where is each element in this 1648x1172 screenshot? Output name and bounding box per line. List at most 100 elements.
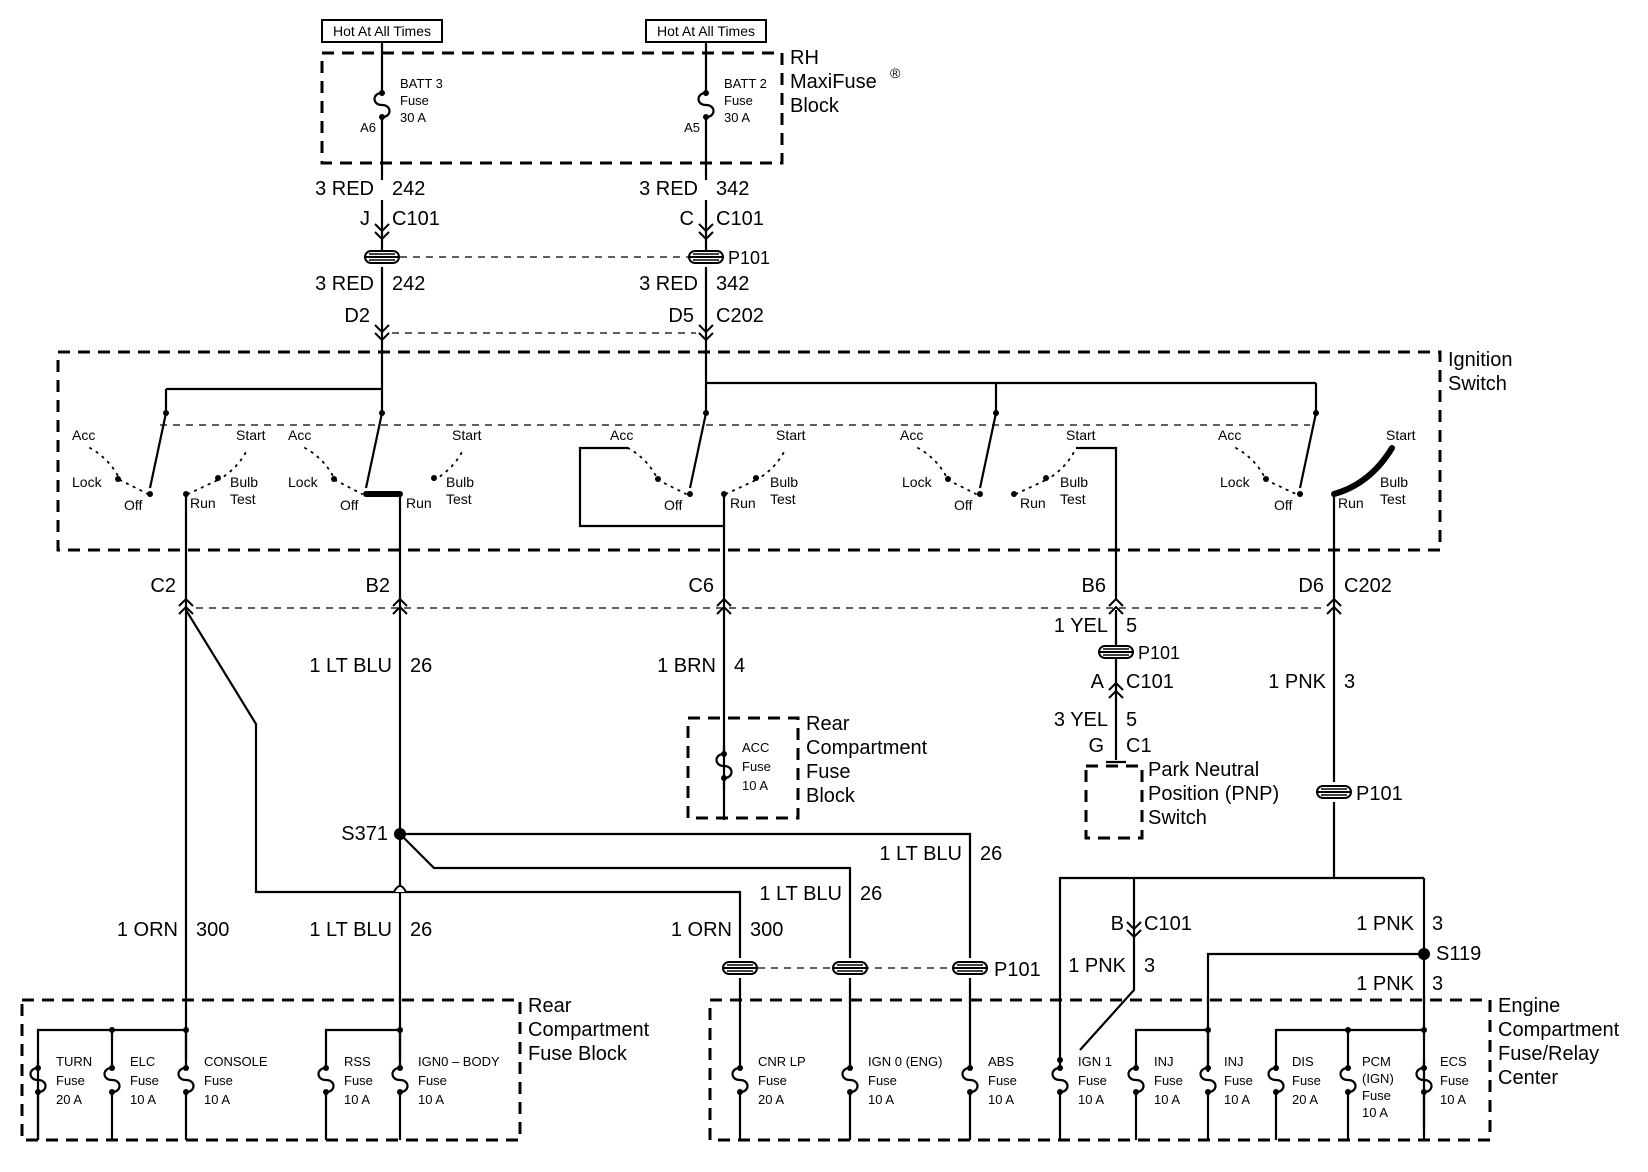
hot-label: Hot At All Times bbox=[657, 23, 755, 39]
wire-color: 1 PNK bbox=[1068, 955, 1126, 977]
fuse-label: BATT 2 bbox=[724, 76, 767, 91]
wire-color: 1 PNK bbox=[1356, 913, 1414, 935]
fuse-ign0-eng bbox=[841, 1058, 859, 1106]
fuse-label: RSS bbox=[344, 1054, 371, 1069]
passthrough-p101 bbox=[832, 961, 868, 975]
fuse-label: Fuse bbox=[868, 1073, 897, 1088]
connector-label: C101 bbox=[392, 208, 440, 230]
wire-circuit: 242 bbox=[392, 273, 425, 295]
pos-lock: Lock bbox=[1220, 474, 1251, 490]
pos-run: Run bbox=[406, 495, 432, 511]
connector-label: C202 bbox=[716, 305, 764, 327]
pos-off: Off bbox=[1274, 497, 1293, 513]
pin-label: B6 bbox=[1082, 575, 1106, 597]
pin-label: C6 bbox=[688, 575, 714, 597]
fuse-ign0-body bbox=[391, 1058, 409, 1106]
ignition-bus bbox=[164, 340, 1318, 413]
wire-color: 1 LT BLU bbox=[879, 843, 962, 865]
hot-label: Hot At All Times bbox=[333, 23, 431, 39]
rear-block-label: Compartment bbox=[528, 1019, 650, 1041]
pos-start: Start bbox=[452, 427, 482, 443]
pnp-switch-label: Switch bbox=[1148, 807, 1207, 829]
engine-block-fuses bbox=[731, 978, 1433, 1140]
connector-label: C101 bbox=[1144, 913, 1192, 935]
pin-label: C2 bbox=[150, 575, 176, 597]
fuse-rating: 20 A bbox=[758, 1092, 784, 1107]
pos-lock: Lock bbox=[288, 474, 319, 490]
fuse-label: Fuse bbox=[758, 1073, 787, 1088]
rear-block-label: Rear bbox=[528, 995, 572, 1017]
pos-start: Start bbox=[1386, 427, 1416, 443]
fuse-label: Fuse bbox=[1440, 1073, 1469, 1088]
rear-block-acc-outline bbox=[686, 716, 800, 820]
fuse-label: IGN 0 (ENG) bbox=[868, 1054, 942, 1069]
fuse-cavity: A5 bbox=[684, 120, 700, 135]
fuse-abs bbox=[961, 1058, 979, 1106]
ignition-switch-section-5: Acc Start Lock Off Run Bulb Test bbox=[1218, 410, 1416, 513]
maxifuse-label: Block bbox=[790, 95, 840, 117]
wire-circuit: 3 bbox=[1432, 913, 1443, 935]
pos-lock: Lock bbox=[902, 474, 933, 490]
fuse-label: TURN bbox=[56, 1054, 92, 1069]
fuse-rating: 10 A bbox=[1440, 1092, 1466, 1107]
fuse-rating: 30 A bbox=[400, 110, 426, 125]
fuse-label: Fuse bbox=[988, 1073, 1017, 1088]
pnp-switch-outline bbox=[1084, 764, 1144, 840]
fuse-label: IGN0 – BODY bbox=[418, 1054, 500, 1069]
wire-circuit: 3 bbox=[1344, 671, 1355, 693]
wire-circuit: 5 bbox=[1126, 709, 1137, 731]
wire-circuit: 26 bbox=[410, 919, 432, 941]
pos-run: Run bbox=[1338, 495, 1364, 511]
pos-bulb: Bulb bbox=[446, 474, 474, 490]
pos-off: Off bbox=[954, 497, 973, 513]
fuse-label: BATT 3 bbox=[400, 76, 443, 91]
passthrough-p101 bbox=[952, 961, 988, 975]
wire-circuit: 26 bbox=[860, 883, 882, 905]
connector-label: C1 bbox=[1126, 735, 1152, 757]
wire-color: 1 ORN bbox=[117, 919, 178, 941]
wire-circuit: 3 bbox=[1144, 955, 1155, 977]
wire-color: 1 ORN bbox=[671, 919, 732, 941]
pos-bulb: Bulb bbox=[770, 474, 798, 490]
passthrough-p101 bbox=[1316, 785, 1352, 799]
fuse-label: ACC bbox=[742, 740, 769, 755]
engine-block-label: Compartment bbox=[1498, 1019, 1620, 1041]
fuse-label: Fuse bbox=[204, 1073, 233, 1088]
fuse-label: Fuse bbox=[344, 1073, 373, 1088]
ignition-switch-label: Switch bbox=[1448, 373, 1507, 395]
maxifuse-block-outline bbox=[320, 51, 784, 165]
pos-test: Test bbox=[446, 491, 472, 507]
passthrough-label: P101 bbox=[994, 959, 1041, 981]
fuse-elc bbox=[103, 1058, 121, 1106]
pos-run: Run bbox=[730, 495, 756, 511]
pos-off: Off bbox=[340, 497, 359, 513]
fuse-inj-1 bbox=[1127, 1058, 1145, 1106]
pin-label: D6 bbox=[1298, 575, 1324, 597]
fuse-rating: 10 A bbox=[1224, 1092, 1250, 1107]
fuse-batt2 bbox=[697, 83, 715, 131]
fuse-label: ABS bbox=[988, 1054, 1014, 1069]
wire-color: 3 YEL bbox=[1054, 709, 1108, 731]
splice-label: S371 bbox=[341, 823, 388, 845]
fuse-label: Fuse bbox=[1224, 1073, 1253, 1088]
pin-label: B2 bbox=[366, 575, 390, 597]
rear-block-label: Fuse bbox=[806, 761, 850, 783]
pnp-switch-label: Position (PNP) bbox=[1148, 783, 1279, 805]
connector-label: C101 bbox=[716, 208, 764, 230]
rear-compartment-fuse-block-outline bbox=[20, 998, 522, 1142]
pos-acc: Acc bbox=[610, 427, 633, 443]
wire-color: 1 YEL bbox=[1054, 615, 1108, 637]
wire-color: 3 RED bbox=[639, 273, 698, 295]
pin-label: C bbox=[680, 208, 694, 230]
engine-block-label: Engine bbox=[1498, 995, 1560, 1017]
wire-color: 1 PNK bbox=[1268, 671, 1326, 693]
fuse-rss bbox=[317, 1058, 335, 1106]
pos-start: Start bbox=[776, 427, 806, 443]
fuse-pcm-ign bbox=[1339, 1058, 1357, 1106]
fuse-rating: 10 A bbox=[868, 1092, 894, 1107]
ignition-switch-section-1: Acc Start Lock Off Run Bulb Test bbox=[72, 410, 266, 513]
fuse-rating: 30 A bbox=[724, 110, 750, 125]
pin-label: G bbox=[1088, 735, 1104, 757]
fuse-label: ELC bbox=[130, 1054, 155, 1069]
pos-start: Start bbox=[1066, 427, 1096, 443]
